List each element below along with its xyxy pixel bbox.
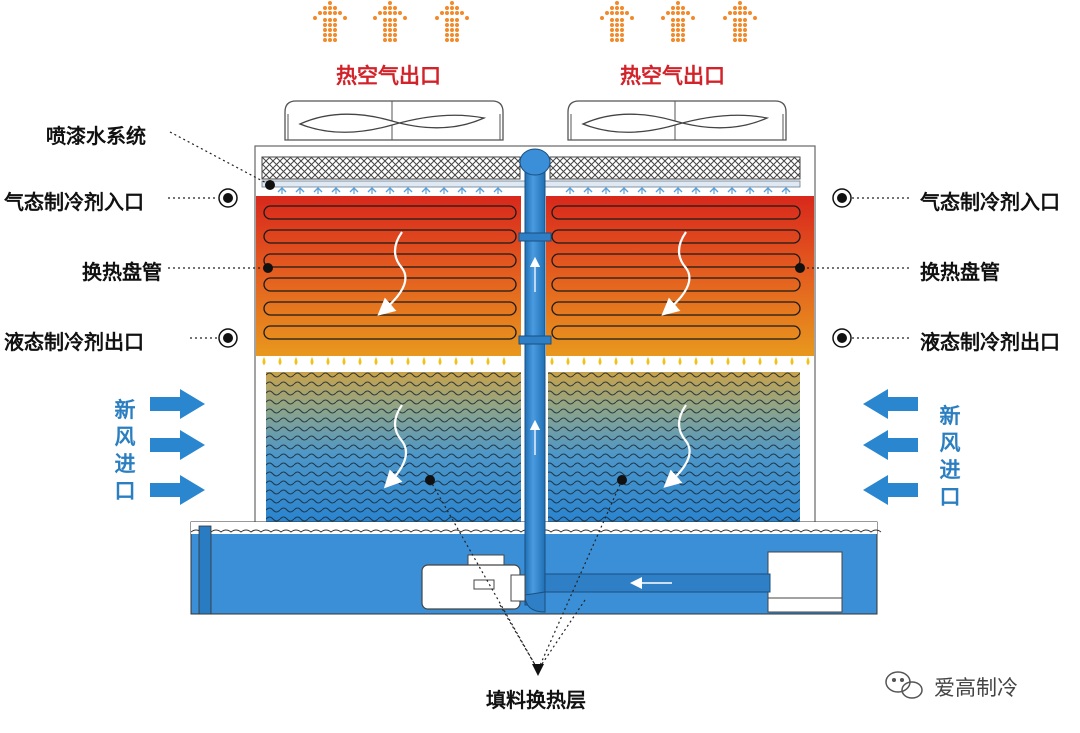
fan-housing-right [567, 100, 787, 141]
outlet-port-icon [218, 328, 238, 348]
liquid-refrigerant-outlet-label-left: 液态制冷剂出口 [4, 330, 144, 354]
drain-box [767, 551, 843, 613]
fresh-air-inlet-label-left: 新风进口 [114, 398, 136, 503]
circulation-pump [421, 554, 526, 610]
gas-refrigerant-inlet-label-right: 气态制冷剂入口 [920, 190, 1060, 214]
fill-layer-pointer [532, 664, 544, 676]
spray-head [519, 148, 551, 176]
air-flow-arrows [377, 231, 691, 489]
coil-section-right [546, 196, 814, 356]
heat-exchange-coil-label-right: 换热盘管 [920, 260, 1000, 284]
watermark-text: 爱高制冷 [934, 676, 1018, 700]
water-droplets [262, 357, 810, 365]
fresh-air-arrows-right [863, 389, 918, 505]
hot-air-arrow-icon [600, 1, 634, 42]
coil-section-left [256, 196, 521, 356]
hot-air-arrow-icon [661, 1, 695, 42]
hot-air-arrow-icon [723, 1, 757, 42]
leader-lines [168, 131, 912, 671]
hot-air-arrow-icon [435, 1, 469, 42]
fresh-air-inlet-label-right: 新风进口 [939, 404, 961, 509]
hot-air-arrow-icon [373, 1, 407, 42]
gas-refrigerant-inlet-label-left: 气态制冷剂入口 [4, 190, 144, 214]
hot-air-outlet-label-right: 热空气出口 [620, 64, 725, 88]
fill-layer-label: 填料换热层 [486, 688, 586, 712]
pipe-flange [518, 232, 552, 242]
spray-nozzles [277, 187, 791, 194]
hot-air-arrows [313, 1, 757, 42]
liquid-refrigerant-outlet-label-right: 液态制冷剂出口 [920, 330, 1060, 354]
hot-air-arrow-icon [313, 1, 347, 42]
spray-system-label: 喷漆水系统 [46, 124, 146, 148]
pipe-flange [518, 335, 552, 345]
hot-air-outlet-label-left: 热空气出口 [336, 64, 441, 88]
riser-pipe [524, 164, 546, 606]
drift-eliminator-right [549, 156, 801, 180]
heat-exchange-coil-label-left: 换热盘管 [82, 260, 162, 284]
wechat-icon [885, 671, 923, 699]
outlet-port-icon [832, 328, 852, 348]
overflow-pipe [198, 525, 212, 615]
drift-eliminator-left [261, 156, 521, 180]
fan-blade-icon [581, 113, 770, 133]
fan-housing-left [284, 100, 504, 141]
inlet-port-icon [218, 188, 238, 208]
fresh-air-arrows-left [150, 389, 205, 505]
heat-exchange-coil-tubes [263, 205, 801, 340]
marker-dots [218, 180, 852, 485]
inlet-port-icon [832, 188, 852, 208]
fan-blade-icon [298, 113, 487, 133]
